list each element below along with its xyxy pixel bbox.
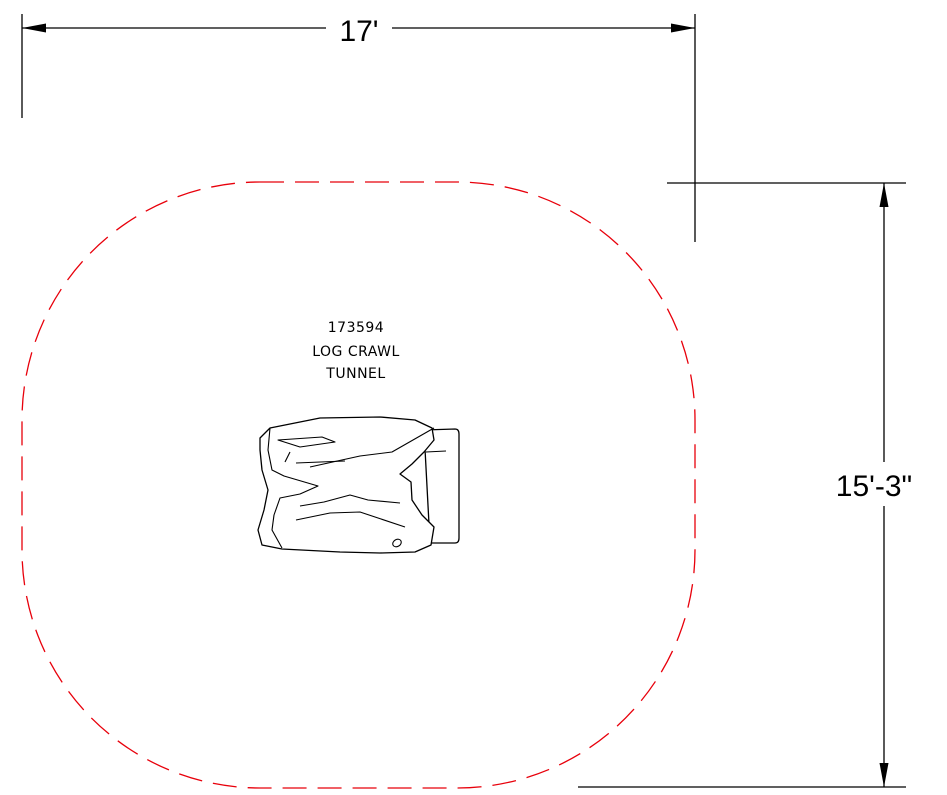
component-name-line-1: LOG CRAWL [312, 344, 400, 360]
component-name-line-2: TUNNEL [325, 366, 385, 382]
log-end-cap [423, 428, 460, 544]
use-zone-boundary [21, 181, 696, 789]
height-label-background [826, 462, 936, 506]
width-dimension-label: 17' [339, 15, 378, 48]
log-body [257, 416, 435, 554]
width-arrow-left-icon [22, 23, 46, 33]
height-dimension: 15'-3" [578, 182, 936, 788]
height-arrow-bottom-icon [879, 763, 889, 787]
component-label: 173594 LOG CRAWL TUNNEL [312, 320, 400, 382]
height-arrow-top-icon [879, 183, 889, 207]
log-knot [392, 538, 402, 548]
width-dimension: 17' [21, 14, 696, 242]
log-crawl-tunnel-icon [257, 416, 460, 554]
height-dimension-label: 15'-3" [836, 470, 912, 503]
part-number-label: 173594 [328, 320, 384, 336]
width-arrow-right-icon [671, 23, 695, 33]
